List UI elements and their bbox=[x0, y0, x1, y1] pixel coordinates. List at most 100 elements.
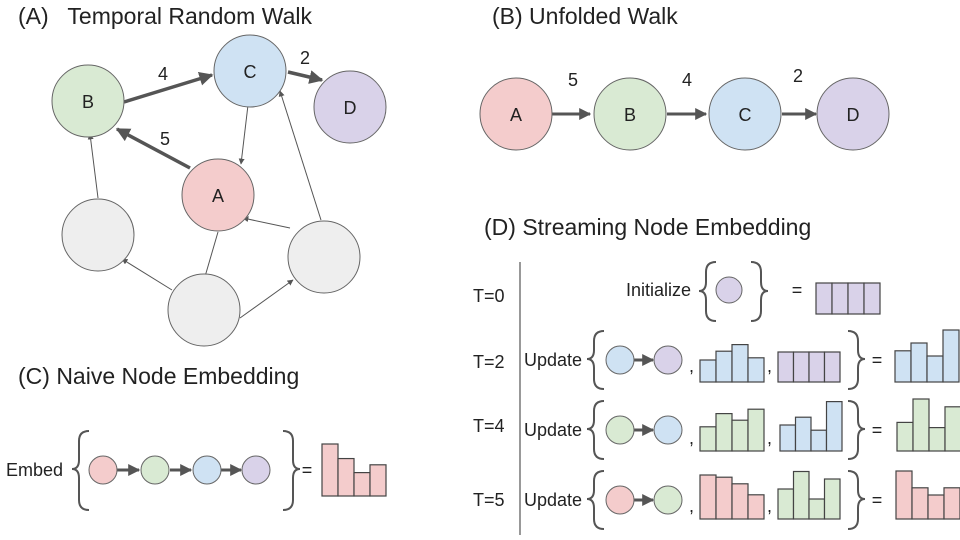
stream-row-t5-result-a-cell-2 bbox=[911, 487, 929, 520]
stream-row-t0-result-d-cell-4 bbox=[863, 282, 881, 315]
naive-left-brace bbox=[71, 430, 90, 511]
unfolded-node-a-label: A bbox=[510, 105, 522, 125]
naive-embedding-a-cell-1 bbox=[321, 443, 339, 497]
panel-c: (C) Naive Node Embedding Embed = bbox=[6, 363, 387, 511]
naive-equals: = bbox=[302, 460, 313, 480]
unfolded-node-a bbox=[479, 77, 553, 151]
stream-row-t0-result-d bbox=[815, 282, 881, 315]
stream-row-t0-right-brace bbox=[750, 261, 769, 322]
stream-row-t0-node-d bbox=[715, 276, 743, 304]
graph-node-d bbox=[313, 70, 387, 144]
graph-node-b-label: B bbox=[82, 92, 94, 112]
stream-row-t5-embedding-a-cell-1 bbox=[699, 474, 717, 520]
stream-row-t4-result-b bbox=[896, 398, 960, 452]
panel-d: (D) Streaming Node Embedding T=0 Initial… bbox=[473, 214, 960, 535]
stream-row-t0-equals: = bbox=[792, 280, 803, 300]
stream-row-t2-result-c-cell-3 bbox=[926, 355, 944, 383]
stream-row-t2-embedding-d bbox=[777, 351, 841, 383]
naive-walk-node-b bbox=[140, 455, 170, 485]
edge-b-to-c bbox=[123, 72, 214, 104]
stream-row-t5-equals: = bbox=[872, 490, 883, 510]
stream-row-t4-right-brace bbox=[847, 400, 866, 460]
stream-row-t5-left-brace bbox=[586, 470, 605, 530]
stream-row-t4-time: T=4 bbox=[473, 416, 505, 436]
stream-row-t5-right-brace bbox=[847, 470, 866, 530]
stream-row-t4-embedding-c-cell-3 bbox=[810, 429, 828, 452]
graph-node-a-label: A bbox=[212, 186, 224, 206]
stream-row-t0-op: Initialize bbox=[626, 280, 691, 300]
stream-row-t5-sep-2: , bbox=[767, 496, 772, 516]
graph-node-a bbox=[181, 158, 255, 232]
stream-row-t4-sep-2: , bbox=[767, 428, 772, 448]
stream-row-t4-left-brace bbox=[586, 400, 605, 460]
stream-row-t0-result-d-cell-3 bbox=[847, 282, 865, 315]
unfolded-weight-3: 2 bbox=[793, 66, 803, 86]
unfolded-node-d-label: D bbox=[847, 105, 860, 125]
graph-node-bottom bbox=[167, 273, 241, 347]
panel-d-title: (D) Streaming Node Embedding bbox=[484, 214, 811, 240]
stream-row-t4-equals: = bbox=[872, 420, 883, 440]
stream-row-t0-left-brace bbox=[698, 261, 717, 322]
naive-walk-node-c bbox=[192, 455, 222, 485]
graph-node-b bbox=[51, 64, 125, 138]
unfolded-weight-2: 4 bbox=[682, 70, 692, 90]
stream-row-t5-time: T=5 bbox=[473, 490, 505, 510]
stream-row-t2-left-brace bbox=[586, 330, 605, 390]
stream-row-t4-embedding-c-cell-1 bbox=[779, 424, 797, 452]
stream-row-t2-equals: = bbox=[872, 350, 883, 370]
stream-row-t2-result-c-cell-1 bbox=[894, 350, 912, 383]
stream-row-t2-right-brace bbox=[847, 330, 866, 390]
edge-right-to-a bbox=[242, 216, 291, 229]
edge-label-c-d: 2 bbox=[300, 48, 310, 68]
panel-b: (B) Unfolded Walk 5 4 2 A B C D bbox=[479, 3, 890, 151]
stream-row-t5-embedding-a bbox=[699, 474, 765, 520]
stream-row-t2-sep-1: , bbox=[689, 356, 694, 376]
stream-row-t5: T=5 Update , , = bbox=[473, 470, 960, 530]
unfolded-node-b bbox=[593, 77, 667, 151]
stream-row-t2: T=2 Update , , = bbox=[473, 329, 960, 390]
stream-row-t2-result-c bbox=[894, 329, 960, 383]
edge-c-to-a bbox=[238, 104, 249, 165]
stream-row-t5-result-a-cell-4 bbox=[943, 487, 960, 520]
panel-a: (A) Temporal Random Walk 4 2 5 B C D A bbox=[18, 3, 387, 347]
stream-row-t5-op: Update bbox=[524, 490, 582, 510]
stream-row-t2-node-d bbox=[653, 345, 683, 375]
stream-row-t4: T=4 Update , , = bbox=[473, 398, 960, 460]
naive-embedding-a-cell-2 bbox=[337, 457, 355, 497]
panel-a-title: (A) Temporal Random Walk bbox=[18, 3, 312, 29]
unfolded-weight-1: 5 bbox=[568, 70, 578, 90]
edge-label-a-b: 5 bbox=[160, 129, 170, 149]
stream-row-t2-time: T=2 bbox=[473, 352, 505, 372]
stream-row-t5-result-a bbox=[895, 470, 960, 520]
stream-row-t4-embedding-c bbox=[779, 401, 843, 452]
stream-row-t0-time: T=0 bbox=[473, 286, 505, 306]
stream-row-t2-embedding-c-cell-4 bbox=[747, 357, 765, 383]
stream-row-t2-embedding-c-cell-1 bbox=[699, 359, 717, 383]
edge-bottom-to-left bbox=[121, 258, 173, 291]
stream-row-t2-sep-2: , bbox=[767, 356, 772, 376]
naive-right-brace bbox=[282, 430, 301, 511]
edge-label-b-c: 4 bbox=[158, 64, 168, 84]
edge-bottom-to-right bbox=[239, 279, 294, 319]
stream-row-t2-embedding-c bbox=[699, 344, 765, 383]
stream-row-t5-embedding-b-cell-4 bbox=[823, 478, 841, 520]
stream-row-t4-embedding-b-cell-2 bbox=[715, 413, 733, 452]
unfolded-node-c bbox=[708, 77, 782, 151]
graph-node-d-label: D bbox=[344, 98, 357, 118]
stream-row-t4-result-b-cell-2 bbox=[912, 398, 930, 452]
naive-embedding-a-cell-3 bbox=[353, 472, 371, 497]
naive-embedding-a-cell-4 bbox=[369, 464, 387, 497]
stream-row-t4-result-b-cell-3 bbox=[928, 427, 946, 452]
stream-row-t4-embedding-b-cell-3 bbox=[731, 419, 749, 452]
panel-b-title: (B) Unfolded Walk bbox=[492, 3, 678, 29]
stream-row-t4-embedding-b-cell-1 bbox=[699, 426, 717, 452]
stream-row-t4-embedding-c-cell-4 bbox=[825, 401, 843, 452]
stream-row-t4-node-b bbox=[605, 415, 635, 445]
stream-row-t2-op: Update bbox=[524, 350, 582, 370]
stream-row-t2-embedding-d-cell-1 bbox=[777, 351, 795, 383]
stream-row-t4-embedding-b bbox=[699, 408, 765, 452]
panel-c-title: (C) Naive Node Embedding bbox=[18, 363, 299, 389]
naive-embed-label: Embed bbox=[6, 460, 63, 480]
unfolded-node-c-label: C bbox=[739, 105, 752, 125]
